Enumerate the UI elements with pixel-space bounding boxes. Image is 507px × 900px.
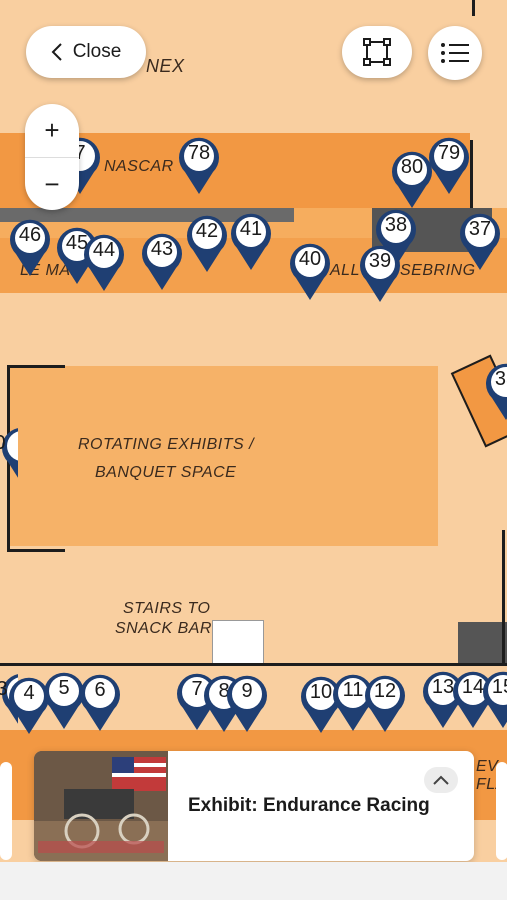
map-pin-icon bbox=[301, 676, 341, 733]
rotating-exhibits-zone bbox=[10, 366, 438, 546]
exhibit-pin[interactable]: 78 bbox=[177, 136, 221, 196]
list-icon bbox=[441, 43, 469, 63]
rotating-exhibits-label-1: ROTATING EXHIBITS / bbox=[78, 436, 255, 453]
exhibit-pin[interactable]: 0 bbox=[0, 426, 18, 486]
rotating-exhibits-label-2: BANQUET SPACE bbox=[95, 464, 237, 481]
wall bbox=[470, 140, 473, 208]
exhibit-pin[interactable]: 42 bbox=[185, 214, 229, 274]
exhibit-card-title: Exhibit: Endurance Racing bbox=[188, 795, 430, 816]
map-pin-icon bbox=[423, 671, 463, 728]
exhibit-pin[interactable]: 39 bbox=[358, 244, 402, 304]
fit-bounds-button[interactable] bbox=[342, 26, 412, 78]
zoom-out-button[interactable]: − bbox=[44, 169, 60, 199]
bounding-box-icon bbox=[363, 38, 391, 66]
map-pin-icon bbox=[10, 219, 50, 276]
sebring-label: SEBRING bbox=[400, 262, 476, 279]
map-pin-icon bbox=[333, 674, 373, 731]
previous-card-peek[interactable] bbox=[0, 762, 12, 860]
exhibit-pin[interactable]: 45 bbox=[55, 226, 99, 286]
next-card-peek[interactable] bbox=[496, 762, 507, 860]
map-pin-icon bbox=[231, 213, 271, 270]
map-pin-icon bbox=[429, 137, 469, 194]
exhibit-pin[interactable]: 10 bbox=[299, 675, 343, 735]
chevron-up-icon bbox=[433, 775, 449, 785]
map-pin-icon bbox=[227, 675, 267, 732]
exhibit-pin[interactable]: 41 bbox=[229, 212, 273, 272]
map-pin-icon bbox=[84, 234, 124, 291]
exhibit-pin[interactable]: 4 bbox=[7, 676, 51, 736]
dark-grid-block bbox=[458, 622, 507, 664]
exhibit-pin[interactable]: 37 bbox=[458, 212, 502, 272]
right-partial-label-1: EV bbox=[476, 758, 499, 775]
wall bbox=[472, 0, 475, 16]
exhibit-pin[interactable]: 15 bbox=[481, 670, 507, 730]
stairs-label-1: STAIRS TO bbox=[123, 600, 211, 617]
map-pin-icon bbox=[80, 674, 120, 731]
stairs-block bbox=[212, 620, 264, 666]
map-pin-icon bbox=[187, 215, 227, 272]
map-pin-icon bbox=[460, 213, 500, 270]
list-view-button[interactable] bbox=[428, 26, 482, 80]
map-pin-icon bbox=[142, 233, 182, 290]
exhibit-pin[interactable]: 40 bbox=[288, 242, 332, 302]
chevron-left-icon bbox=[51, 43, 62, 61]
wall bbox=[502, 530, 505, 664]
map-pin-icon bbox=[360, 245, 400, 302]
wall bbox=[0, 663, 507, 666]
exhibit-pin[interactable]: 38 bbox=[374, 208, 418, 268]
wall bbox=[7, 365, 65, 368]
exhibit-thumbnail bbox=[34, 751, 168, 861]
close-button[interactable]: Close bbox=[26, 26, 146, 78]
stairs-label-2: SNACK BAR bbox=[115, 620, 212, 637]
wall bbox=[7, 549, 65, 552]
expand-card-button[interactable] bbox=[424, 767, 458, 793]
exhibit-card[interactable]: Exhibit: Endurance Racing bbox=[34, 751, 474, 861]
exhibit-pin[interactable]: 11 bbox=[331, 673, 375, 733]
exhibit-pin[interactable]: 43 bbox=[140, 232, 184, 292]
annex-label: NEX bbox=[146, 56, 185, 76]
zoom-control: + − bbox=[25, 104, 79, 210]
exhibit-pin[interactable]: 6 bbox=[78, 673, 122, 733]
exhibit-pin[interactable]: 14 bbox=[451, 670, 495, 730]
exhibit-pin[interactable]: 79 bbox=[427, 136, 471, 196]
map-pin-icon bbox=[376, 209, 416, 266]
map-pin-icon bbox=[290, 243, 330, 300]
map-pin-icon bbox=[486, 363, 507, 420]
exhibit-pin[interactable]: 35 bbox=[484, 362, 507, 422]
exhibit-pin[interactable]: 80 bbox=[390, 150, 434, 210]
map-pin-icon bbox=[392, 151, 432, 208]
zoom-in-button[interactable]: + bbox=[25, 104, 79, 158]
bottom-bar bbox=[0, 862, 507, 900]
gray-strip-left bbox=[0, 208, 294, 222]
exhibit-pin[interactable]: 13 bbox=[421, 670, 465, 730]
exhibit-pin[interactable]: 9 bbox=[225, 674, 269, 734]
exhibit-pin[interactable]: 12 bbox=[363, 674, 407, 734]
map-pin-icon bbox=[483, 671, 507, 728]
rally-label: ALLY bbox=[330, 262, 370, 279]
map-pin-icon bbox=[2, 428, 18, 478]
map-pin-icon bbox=[9, 677, 49, 734]
exhibit-pin[interactable]: 46 bbox=[8, 218, 52, 278]
map-pin-icon bbox=[179, 137, 219, 194]
map-pin-icon bbox=[44, 672, 84, 729]
nascar-label: NASCAR bbox=[104, 158, 174, 175]
exhibit-pin[interactable]: 44 bbox=[82, 233, 126, 293]
map-pin-icon bbox=[453, 671, 493, 728]
close-button-label: Close bbox=[72, 41, 122, 62]
map-pin-icon bbox=[365, 675, 405, 732]
exhibit-pin[interactable]: 5 bbox=[42, 671, 86, 731]
